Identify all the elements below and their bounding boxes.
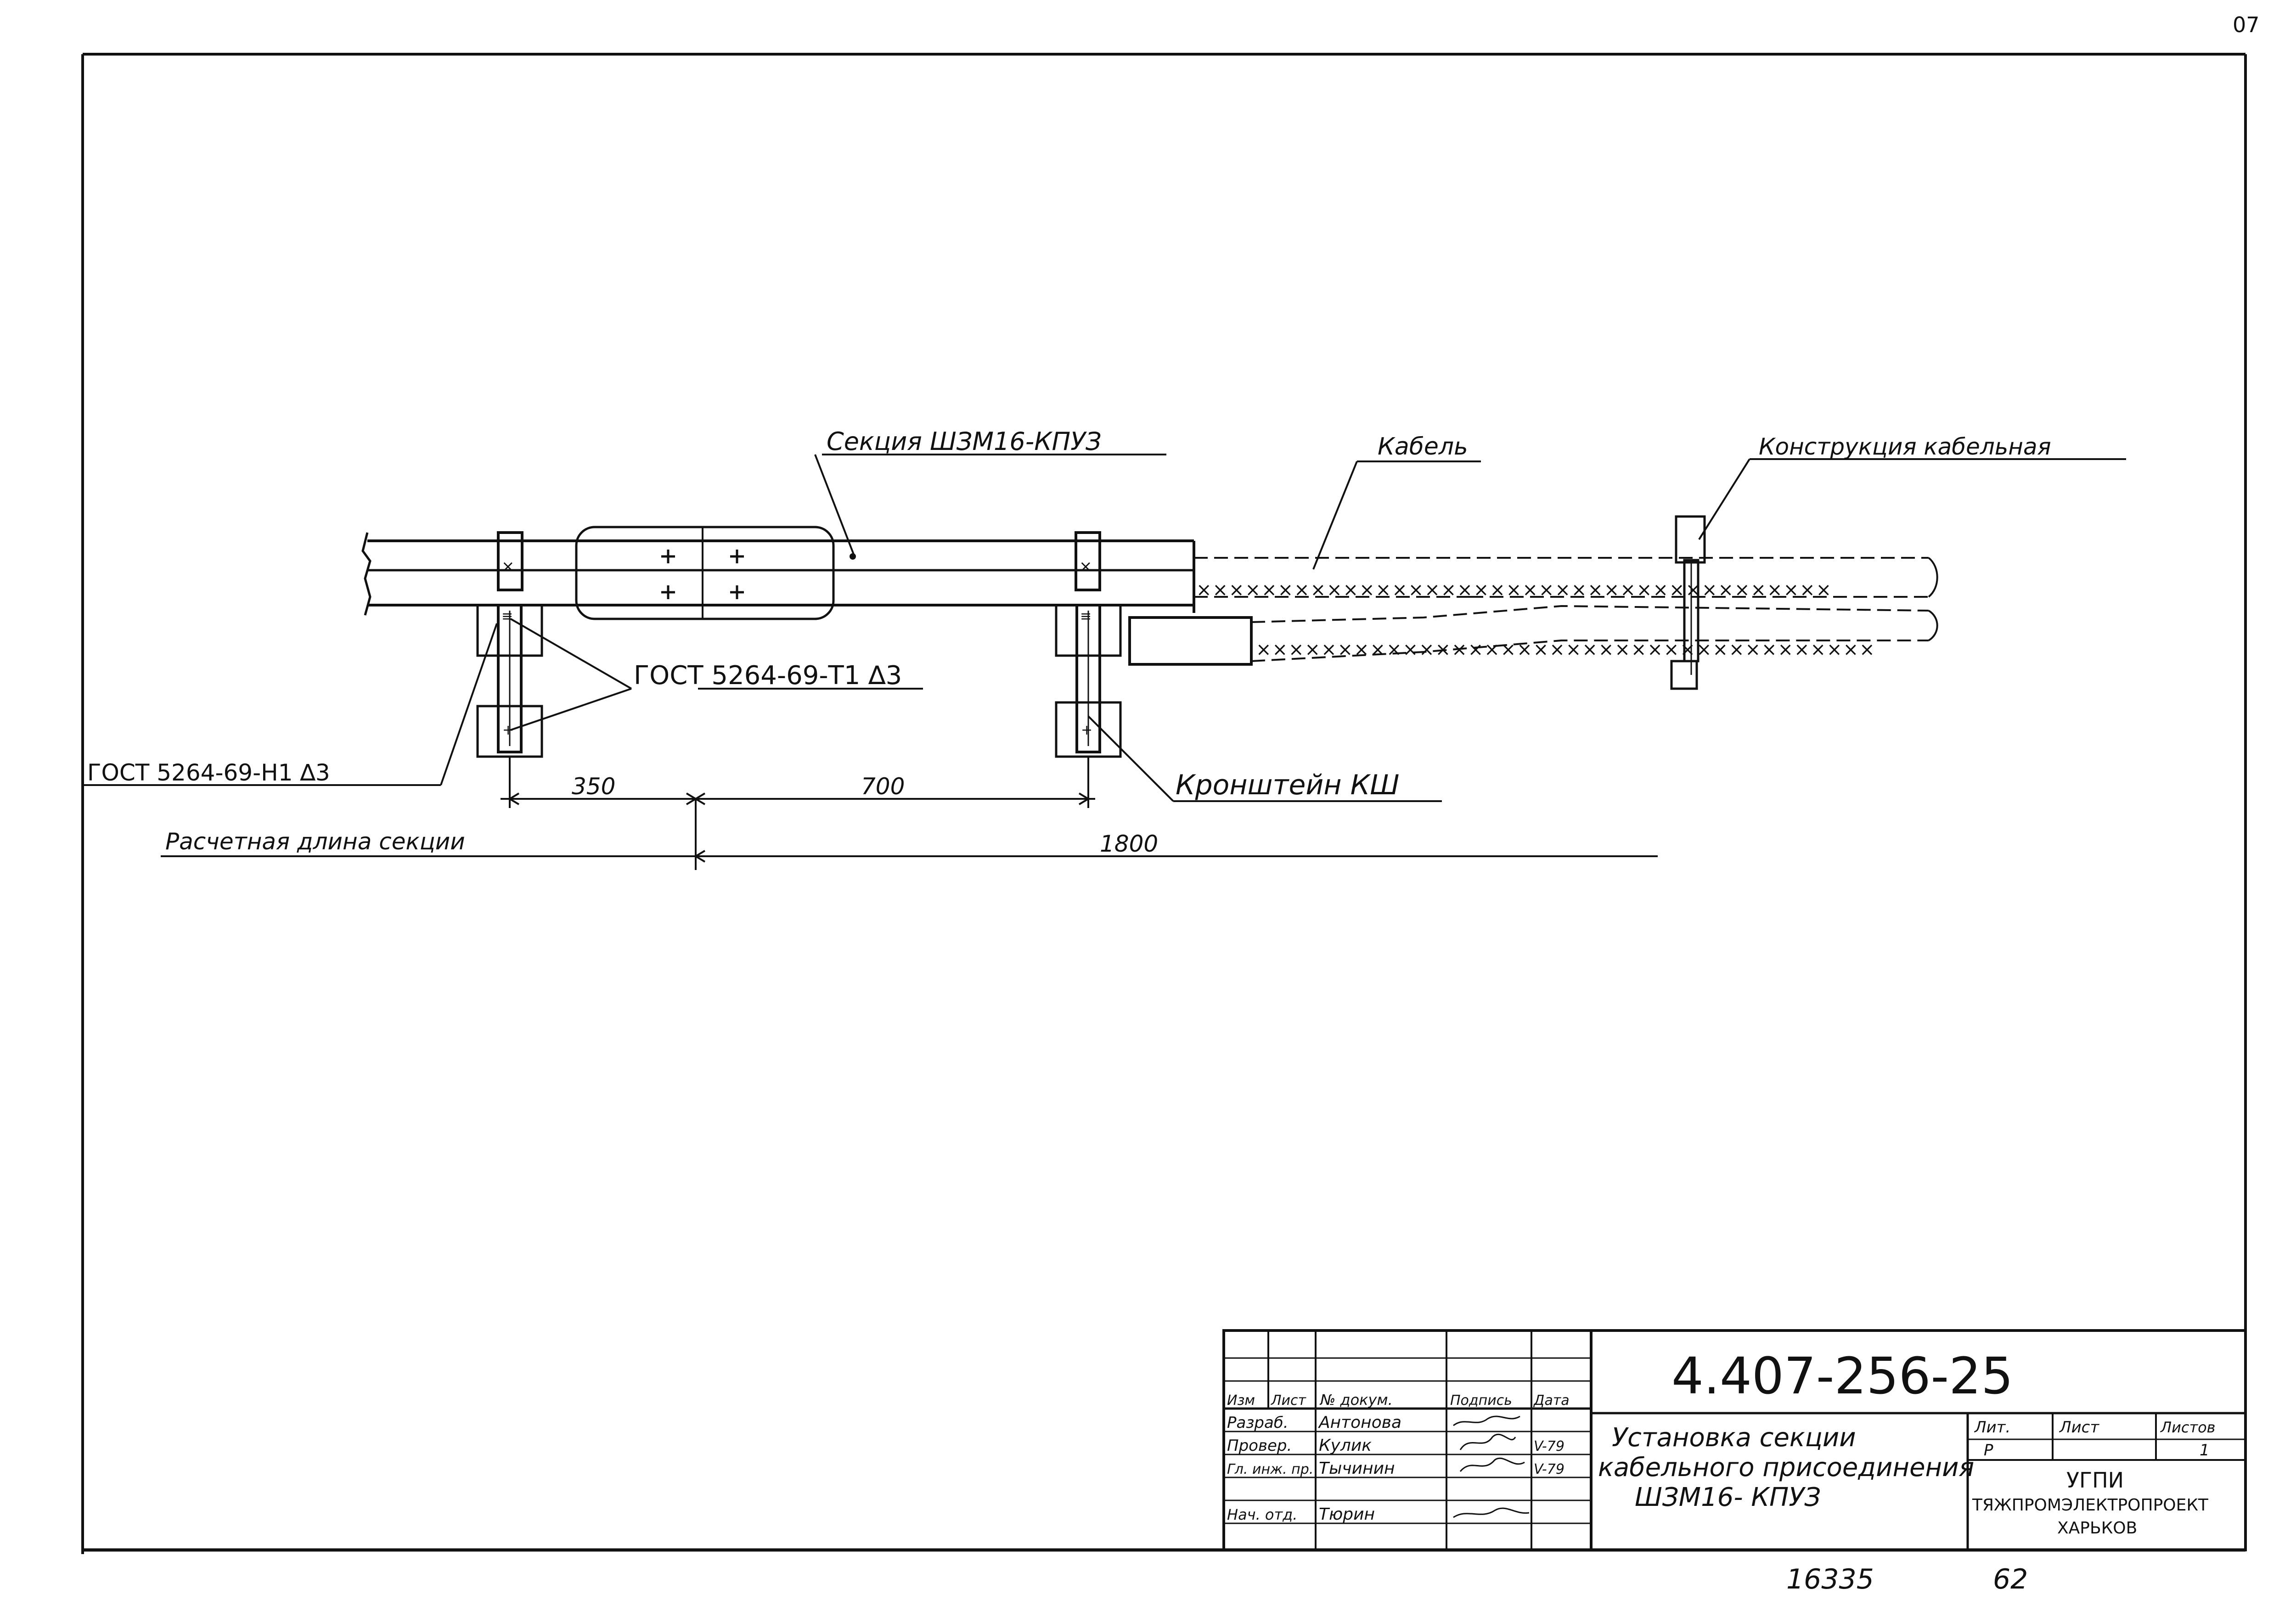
busbar-section: [361, 526, 1195, 620]
leader-lines: [83, 454, 2126, 802]
lit-value: Р: [1984, 1441, 1993, 1460]
hdr-date: Дата: [1533, 1392, 1570, 1409]
bracket-right: × ≡ +: [1055, 531, 1122, 758]
label-construction: Конструкция кабельная: [1759, 433, 2051, 460]
cables: ××××××××××××××××××××××××××××××××××××××× …: [1194, 557, 1938, 662]
title-block-header: Изм Лист № докум. Подпись Дата: [1227, 1391, 1570, 1409]
svg-text:≡: ≡: [501, 608, 513, 624]
svg-text:××××××××××××××××××××××××××××××: ×××××××××××××××××××××××××××××××××××××××: [1196, 579, 1832, 601]
title-line-1: Установка секции: [1612, 1423, 1856, 1453]
row-name: Тычинин: [1319, 1459, 1395, 1478]
label-bracket: Кронштейн КШ: [1176, 769, 1399, 801]
signature-marks: [1453, 1415, 1530, 1518]
row-role: Нач. отд.: [1227, 1506, 1297, 1523]
label-weld-n1: ГОСТ 5264-69-Н1 ∆3: [87, 759, 330, 786]
doc-number: 4.407-256-25: [1671, 1347, 2013, 1405]
footer-inv: 16335: [1786, 1563, 1874, 1595]
dim-1800: 1800: [1100, 831, 1158, 857]
corner-mark: 07: [2233, 12, 2260, 37]
row-role: Разраб.: [1227, 1414, 1289, 1432]
svg-text:×: ×: [501, 557, 515, 576]
svg-text:≡: ≡: [1080, 608, 1092, 624]
org-line-2: ТЯЖПРОМЭЛЕКТРОПРОЕКТ: [1972, 1496, 2209, 1515]
annotations: Секция ШЗМ16-КПУЗ Кабель Конструкция каб…: [87, 427, 2051, 857]
bolt-crosses: [661, 550, 744, 599]
row-name: Кулик: [1319, 1436, 1372, 1455]
org-line-1: УГПИ: [2066, 1468, 2124, 1493]
svg-text:+: +: [1081, 722, 1092, 738]
bracket-left: × ≡ +: [476, 531, 543, 758]
dim-700: 700: [861, 773, 905, 800]
footer-num: 62: [1993, 1563, 2028, 1595]
svg-text:××××××××××××××××××××××××××××××: ××××××××××××××××××××××××××××××××××××××: [1256, 639, 1876, 660]
row-role: Гл. инж. пр.: [1227, 1461, 1313, 1477]
hdr-izm: Изм: [1227, 1392, 1255, 1409]
label-calc-length: Расчетная длина секции: [165, 828, 465, 855]
row-name: Антонова: [1318, 1413, 1401, 1432]
sheets-label: Листов: [2160, 1419, 2216, 1436]
lit-label: Лит.: [1974, 1418, 2010, 1437]
row-date: V-79: [1534, 1461, 1564, 1477]
sheet-frame: [81, 53, 2247, 1554]
cable-box: [1128, 616, 1253, 666]
org-line-3: ХАРЬКОВ: [2057, 1519, 2137, 1538]
cable-construction: [1670, 515, 1706, 690]
row-date: V-79: [1534, 1438, 1564, 1454]
sheet-label: Лист: [2059, 1418, 2099, 1437]
label-section: Секция ШЗМ16-КПУЗ: [827, 427, 1102, 456]
title-line-3: ШЗМ16- КПУЗ: [1635, 1482, 1821, 1512]
svg-text:×: ×: [1079, 557, 1092, 576]
title-block-signatures: Разраб. Антонова Провер. Кулик V-79 Гл. …: [1227, 1413, 1564, 1524]
row-role: Провер.: [1227, 1437, 1292, 1455]
sheets-value: 1: [2200, 1441, 2210, 1460]
hdr-list: Лист: [1271, 1392, 1307, 1409]
dim-350: 350: [572, 773, 615, 800]
title-line-2: кабельного присоединения: [1598, 1453, 1974, 1482]
dimensions: [161, 758, 1658, 870]
title-text: Установка секции кабельного присоединени…: [1598, 1423, 1974, 1512]
label-weld-t1: ГОСТ 5264-69-Т1 ∆3: [634, 661, 902, 691]
label-cable: Кабель: [1378, 433, 1468, 460]
row-name: Тюрин: [1319, 1505, 1375, 1524]
hdr-sign: Подпись: [1450, 1392, 1512, 1409]
hdr-doc: № докум.: [1319, 1391, 1393, 1409]
title-block: 4.407-256-25 Изм Лист № докум. Подпись Д…: [1222, 1329, 2247, 1551]
